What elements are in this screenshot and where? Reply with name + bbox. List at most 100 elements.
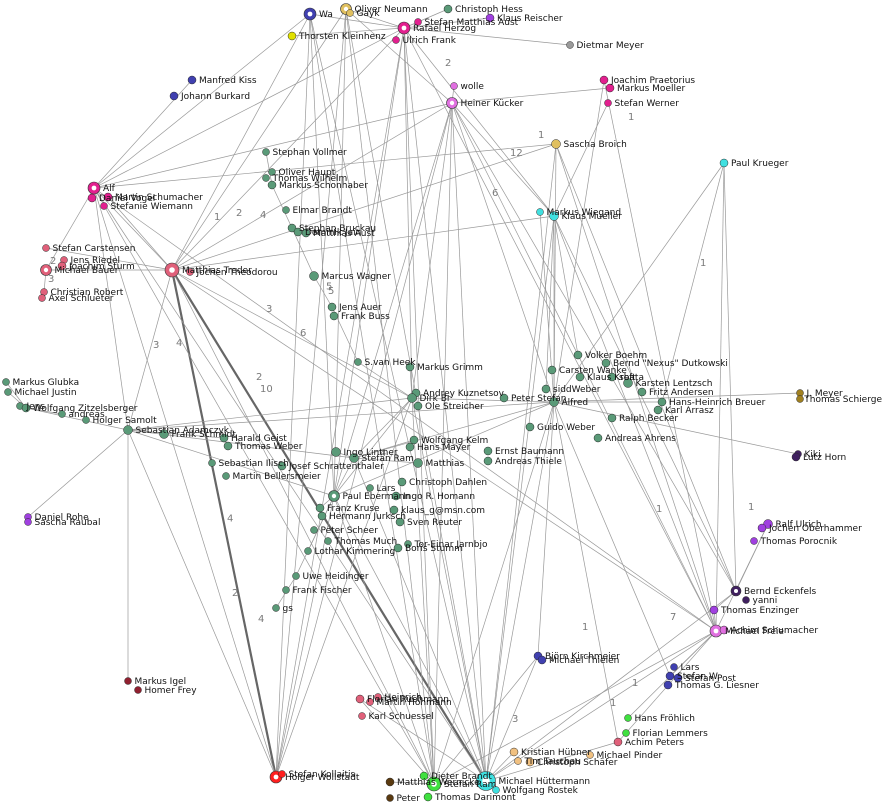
node-n138[interactable] xyxy=(426,776,442,792)
node-n129[interactable] xyxy=(613,737,623,747)
node-marker[interactable] xyxy=(272,604,280,612)
node-n45[interactable] xyxy=(573,350,583,360)
node-n9[interactable] xyxy=(485,13,495,23)
node-marker[interactable] xyxy=(324,537,332,545)
node-n87[interactable] xyxy=(328,490,340,502)
node-n121[interactable] xyxy=(124,677,132,685)
node-marker[interactable] xyxy=(310,526,318,534)
node-marker[interactable] xyxy=(404,540,412,548)
node-marker[interactable] xyxy=(623,378,633,388)
node-marker[interactable] xyxy=(607,372,617,382)
node-marker[interactable] xyxy=(103,192,113,202)
node-marker[interactable] xyxy=(278,770,286,778)
node-marker[interactable] xyxy=(670,663,678,671)
node-n112[interactable] xyxy=(796,395,804,403)
node-marker[interactable] xyxy=(397,477,407,487)
node-n70[interactable] xyxy=(123,425,133,435)
node-marker[interactable] xyxy=(346,9,354,17)
node-marker[interactable] xyxy=(393,543,403,553)
node-marker[interactable] xyxy=(757,523,767,533)
node-marker[interactable] xyxy=(499,393,509,403)
node-marker[interactable] xyxy=(665,671,675,681)
node-marker[interactable] xyxy=(391,491,401,501)
node-marker[interactable] xyxy=(287,223,297,233)
node-n132[interactable] xyxy=(514,757,522,765)
node-n52[interactable] xyxy=(2,378,10,386)
node-n34[interactable] xyxy=(42,244,50,252)
node-marker[interactable] xyxy=(87,193,97,203)
node-n79[interactable] xyxy=(483,456,493,466)
node-n80[interactable] xyxy=(349,453,359,463)
node-n139[interactable] xyxy=(492,786,500,794)
node-marker[interactable] xyxy=(750,537,758,545)
node-n29[interactable] xyxy=(287,223,297,233)
node-n120[interactable] xyxy=(663,680,673,690)
node-n108[interactable] xyxy=(709,605,719,615)
node-n33[interactable] xyxy=(549,211,559,221)
node-n24[interactable] xyxy=(87,181,101,195)
node-n90[interactable] xyxy=(389,505,399,515)
node-n25[interactable] xyxy=(87,193,97,203)
node-marker[interactable] xyxy=(331,447,341,457)
node-n88[interactable] xyxy=(391,491,401,501)
node-marker[interactable] xyxy=(327,302,337,312)
node-marker[interactable] xyxy=(413,401,423,411)
node-n124[interactable] xyxy=(374,693,382,701)
node-marker[interactable] xyxy=(601,358,611,368)
node-n104[interactable] xyxy=(282,586,290,594)
node-n6[interactable] xyxy=(397,21,411,35)
node-marker[interactable] xyxy=(551,139,561,149)
node-n21[interactable] xyxy=(268,168,276,176)
node-marker[interactable] xyxy=(483,456,493,466)
node-marker[interactable] xyxy=(24,518,32,526)
node-marker[interactable] xyxy=(586,751,594,759)
node-n50[interactable] xyxy=(575,372,585,382)
node-n119[interactable] xyxy=(673,673,683,683)
node-marker[interactable] xyxy=(525,422,535,432)
node-marker[interactable] xyxy=(419,771,429,781)
node-marker[interactable] xyxy=(742,596,750,604)
node-marker[interactable] xyxy=(222,472,230,480)
node-n59[interactable] xyxy=(637,387,647,397)
node-n20[interactable] xyxy=(262,148,270,156)
node-n26[interactable] xyxy=(103,192,113,202)
node-n19[interactable] xyxy=(719,158,729,168)
node-marker[interactable] xyxy=(277,461,287,471)
node-n62[interactable] xyxy=(58,410,66,418)
node-n43[interactable] xyxy=(327,302,337,312)
node-n95[interactable] xyxy=(404,540,412,548)
node-n85[interactable] xyxy=(397,477,407,487)
node-n22[interactable] xyxy=(262,174,270,182)
node-marker[interactable] xyxy=(42,244,50,252)
node-n93[interactable] xyxy=(310,526,318,534)
node-n106[interactable] xyxy=(730,585,742,597)
node-n99[interactable] xyxy=(24,518,32,526)
node-n68[interactable] xyxy=(607,413,617,423)
node-n71[interactable] xyxy=(159,429,169,439)
node-marker[interactable] xyxy=(423,792,433,802)
node-n142[interactable] xyxy=(386,794,394,802)
node-n130[interactable] xyxy=(509,747,519,757)
node-n73[interactable] xyxy=(223,441,233,451)
node-marker[interactable] xyxy=(358,712,366,720)
node-marker[interactable] xyxy=(366,698,374,706)
node-marker[interactable] xyxy=(791,452,801,462)
node-n126[interactable] xyxy=(358,712,366,720)
node-n117[interactable] xyxy=(670,663,678,671)
node-marker[interactable] xyxy=(317,511,327,521)
node-marker[interactable] xyxy=(483,446,493,456)
node-marker[interactable] xyxy=(282,586,290,594)
node-marker[interactable] xyxy=(537,655,547,665)
node-n105[interactable] xyxy=(272,604,280,612)
node-marker[interactable] xyxy=(355,694,365,704)
node-marker[interactable] xyxy=(663,680,673,690)
node-n36[interactable] xyxy=(57,261,67,271)
node-n127[interactable] xyxy=(624,714,632,722)
node-n125[interactable] xyxy=(366,698,374,706)
node-n12[interactable] xyxy=(169,91,179,101)
node-marker[interactable] xyxy=(414,18,422,26)
node-marker[interactable] xyxy=(547,365,557,375)
node-marker[interactable] xyxy=(301,228,311,238)
node-marker[interactable] xyxy=(354,358,362,366)
node-marker[interactable] xyxy=(407,393,417,403)
